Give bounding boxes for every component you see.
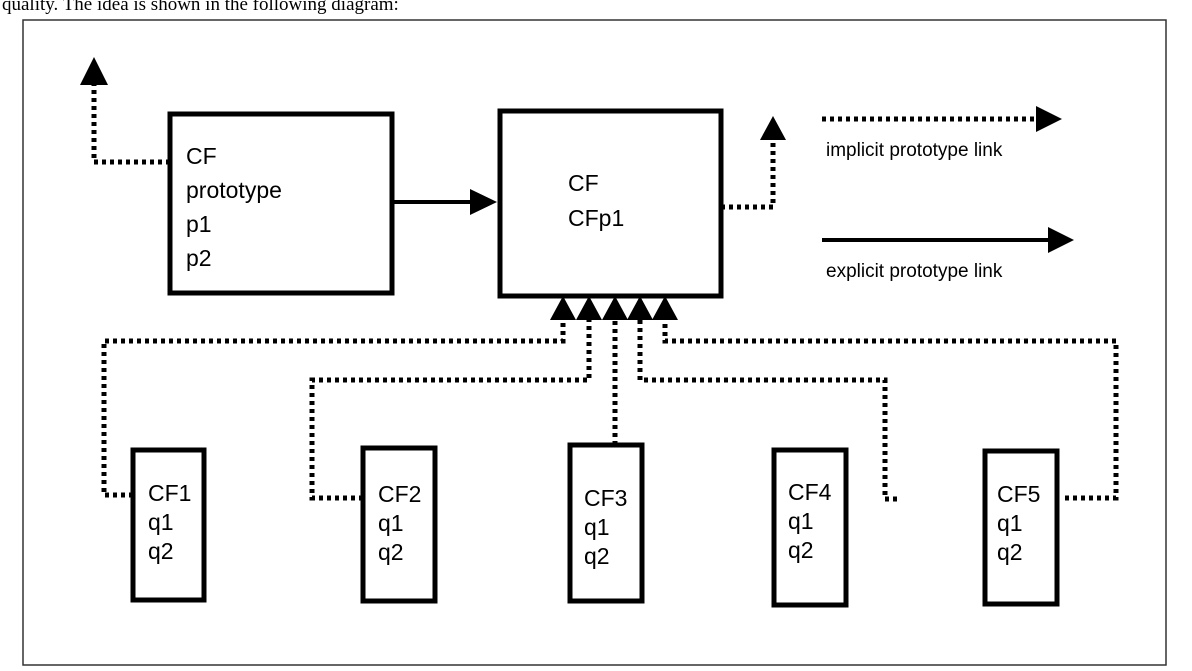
label-cf2-line1: CF2 bbox=[378, 481, 421, 507]
label-cf2-line2: q1 bbox=[378, 510, 404, 536]
label-cf-prototype-line1: CF bbox=[186, 143, 217, 169]
label-cf-prototype-line3: p1 bbox=[186, 211, 212, 237]
arrowhead-explicit-link bbox=[470, 189, 497, 215]
label-cf-prototype-line2: prototype bbox=[186, 177, 282, 203]
link-cf-prototype-up bbox=[91, 85, 170, 165]
legend-explicit-arrowhead bbox=[1048, 227, 1074, 253]
legend-explicit-label: explicit prototype link bbox=[826, 261, 1003, 282]
arrowhead-cf-prototype-up bbox=[80, 57, 108, 85]
label-cf4-line1: CF4 bbox=[788, 479, 832, 505]
link-cfp1-up bbox=[721, 140, 776, 210]
label-cf3-line2: q1 bbox=[584, 514, 610, 540]
label-cf5-line3: q2 bbox=[997, 539, 1023, 565]
label-cf5-line1: CF5 bbox=[997, 481, 1040, 507]
label-cf2-line3: q2 bbox=[378, 539, 404, 565]
link-cf2-to-cfp1 bbox=[309, 318, 592, 501]
label-cf3-line1: CF3 bbox=[584, 485, 627, 511]
label-cf1-line1: CF1 bbox=[148, 480, 191, 506]
box-cfp1 bbox=[497, 108, 724, 299]
box-cf4 bbox=[771, 447, 849, 608]
box-cf1 bbox=[130, 447, 207, 603]
box-cf-prototype bbox=[167, 111, 395, 296]
label-cfp1-line1: CF bbox=[568, 170, 599, 196]
label-cf-prototype-line4: p2 bbox=[186, 245, 212, 271]
legend-implicit-label: implicit prototype link bbox=[826, 140, 1003, 161]
arrowhead-cf4 bbox=[627, 296, 653, 320]
label-cf5-line2: q1 bbox=[997, 510, 1023, 536]
caption-text: quality. The idea is shown in the follow… bbox=[2, 0, 399, 15]
link-cf5-to-cfp1 bbox=[662, 318, 1119, 501]
label-cf4-line2: q1 bbox=[788, 508, 814, 534]
arrowhead-cf5 bbox=[652, 296, 678, 320]
arrowhead-cfp1-up bbox=[760, 116, 786, 140]
label-cf1-line2: q1 bbox=[148, 509, 174, 535]
label-cf1-line3: q2 bbox=[148, 538, 174, 564]
link-cf1-to-cfp1 bbox=[101, 318, 566, 498]
legend-implicit-arrowhead bbox=[1036, 106, 1062, 132]
diagram-frame bbox=[22, 19, 1167, 666]
box-cf2 bbox=[360, 445, 438, 604]
label-cfp1-line2: CFp1 bbox=[568, 205, 624, 231]
arrowhead-cf1 bbox=[550, 296, 576, 320]
link-cf4-to-cfp1 bbox=[637, 318, 897, 502]
label-cf3-line3: q2 bbox=[584, 543, 610, 569]
box-cf3 bbox=[567, 442, 645, 604]
arrowhead-cf3 bbox=[602, 296, 628, 320]
box-cf5 bbox=[982, 448, 1060, 607]
arrowhead-cf2 bbox=[576, 296, 602, 320]
label-cf4-line3: q2 bbox=[788, 537, 814, 563]
